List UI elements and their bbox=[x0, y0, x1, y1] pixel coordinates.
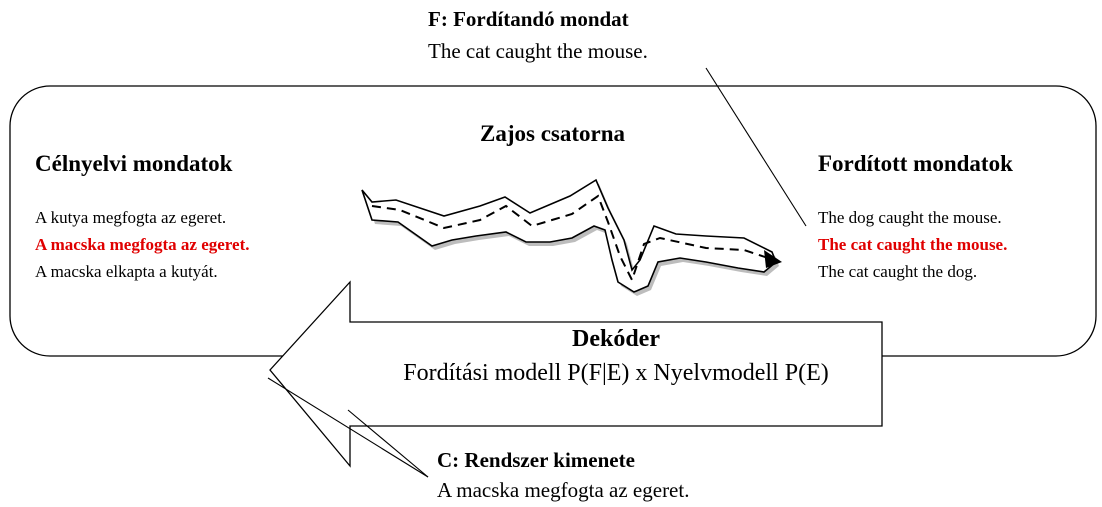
target-sentence-item-highlighted: A macska megfogta az egeret. bbox=[35, 235, 250, 254]
channel-body bbox=[361, 178, 777, 293]
target-sentence-item: A macska elkapta a kutyát. bbox=[35, 262, 218, 281]
input-sentence: The cat caught the mouse. bbox=[428, 39, 648, 63]
output-callout-line-a bbox=[267, 377, 429, 478]
noisy-channel-icon bbox=[361, 178, 782, 296]
decoder-arrow bbox=[269, 280, 883, 468]
decoder-title: Dekóder bbox=[572, 326, 660, 352]
translated-sentence-item: The cat caught the dog. bbox=[818, 262, 978, 281]
output-callout-title: C: Rendszer kimenete bbox=[437, 448, 635, 472]
input-callout-title: F: Fordítandó mondat bbox=[428, 7, 629, 31]
output-callout-line-b bbox=[347, 409, 429, 478]
target-sentence-list: A kutya megfogta az egeret. A macska meg… bbox=[35, 204, 249, 285]
translated-sentence-item-highlighted: The cat caught the mouse. bbox=[818, 235, 1008, 254]
channel-path bbox=[371, 194, 769, 283]
input-callout-line bbox=[705, 67, 807, 227]
translated-sentence-item: The dog caught the mouse. bbox=[818, 208, 1002, 227]
target-sentence-item: A kutya megfogta az egeret. bbox=[35, 208, 227, 227]
translated-sentence-list: The dog caught the mouse. The cat caught… bbox=[818, 204, 1007, 285]
translated-sentences-title: Fordított mondatok bbox=[818, 151, 1013, 176]
output-sentence: A macska megfogta az egeret. bbox=[437, 478, 690, 502]
channel-title: Zajos csatorna bbox=[480, 121, 626, 146]
channel-shadow bbox=[365, 184, 779, 296]
decoder-formula: Fordítási modell P(F|E) x Nyelvmodell P(… bbox=[403, 360, 829, 386]
target-sentences-title: Célnyelvi mondatok bbox=[35, 151, 233, 176]
channel-arrowhead bbox=[764, 250, 782, 268]
